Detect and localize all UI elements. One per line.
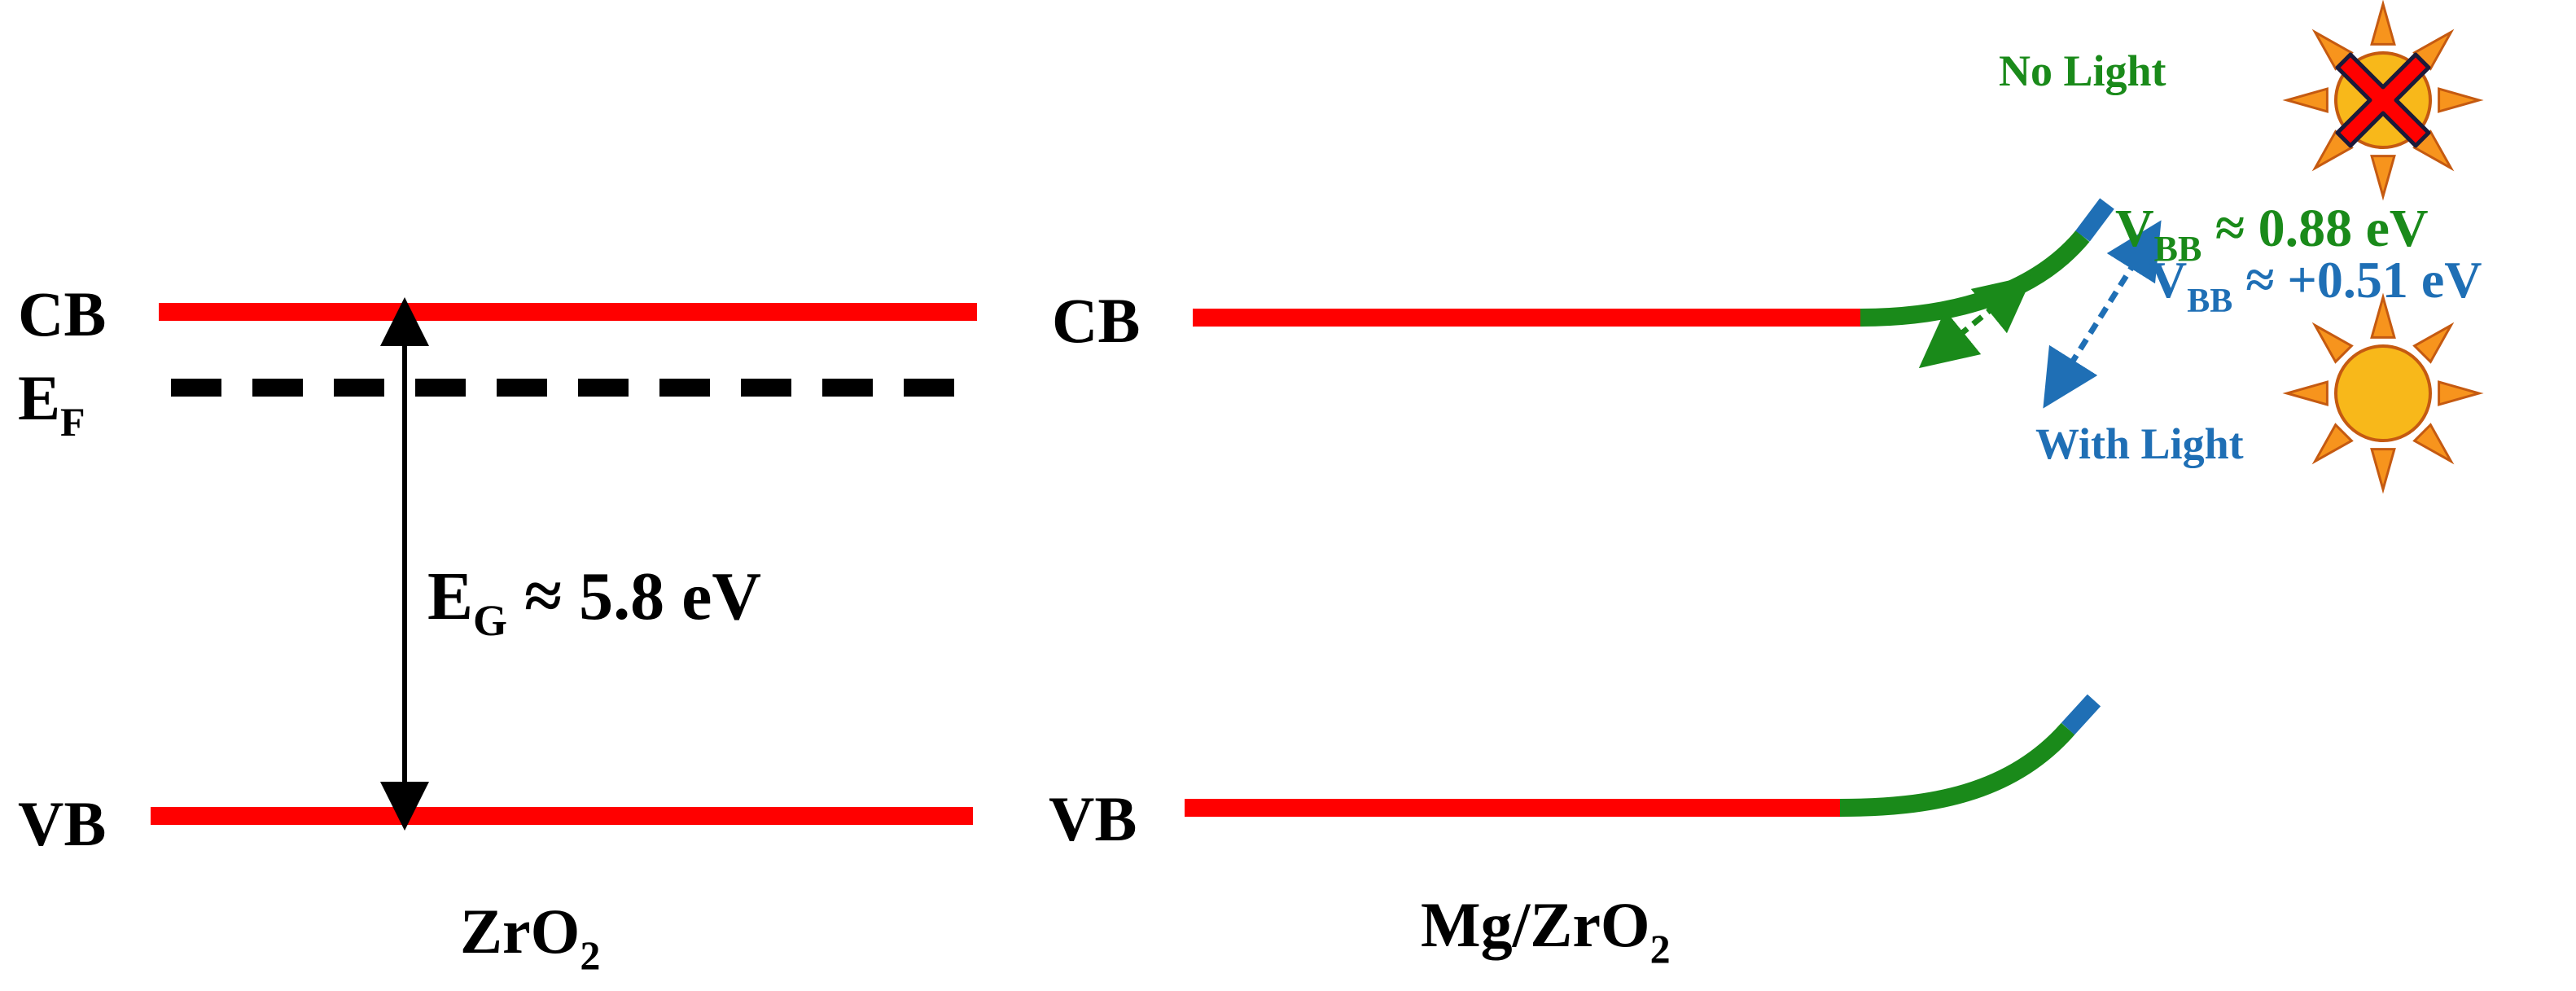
mgzro2-main: Mg/ZrO bbox=[1421, 889, 1650, 960]
sun-ray bbox=[2412, 423, 2455, 465]
sun-ray bbox=[2370, 155, 2396, 201]
sun-ray bbox=[2282, 380, 2328, 406]
sun-ray bbox=[2370, 448, 2396, 494]
mgzro2-vb-label: VB bbox=[1049, 783, 1137, 854]
mgzro2-material-label: Mg/ZrO2 bbox=[1421, 889, 1671, 971]
sun-ray bbox=[2311, 423, 2354, 465]
eg-sub: G bbox=[473, 596, 507, 645]
vbb-light-value: ≈ +0.51 eV bbox=[2232, 251, 2482, 309]
vbb-dark-sub: BB bbox=[2154, 229, 2202, 269]
mgzro2-cb-bend-dark bbox=[1860, 230, 2090, 327]
ef-sub: F bbox=[60, 399, 85, 445]
ef-main: E bbox=[18, 362, 60, 433]
vbb-light-double-arrow bbox=[2043, 220, 2162, 409]
mgzro2-cb-bend-light bbox=[2075, 198, 2114, 242]
zro2-main: ZrO bbox=[460, 896, 580, 967]
vbb-dark-double-arrow bbox=[1918, 274, 2034, 369]
sun-icon bbox=[2282, 292, 2484, 494]
vbb-light-sub: BB bbox=[2187, 283, 2232, 320]
sun-crossed-icon bbox=[2282, 0, 2484, 201]
mgzro2-vb-bend-light bbox=[2061, 694, 2101, 735]
with-light-label: With Light bbox=[2035, 419, 2244, 468]
no-light-label: No Light bbox=[1999, 46, 2166, 95]
bandgap-label: EG ≈ 5.8 eV bbox=[427, 559, 761, 645]
eg-main: E bbox=[427, 559, 473, 634]
vbb-dark-value: ≈ 0.88 eV bbox=[2201, 199, 2428, 258]
sun-disc bbox=[2334, 344, 2432, 442]
mgzro2-cb-label: CB bbox=[1052, 285, 1140, 356]
eg-value: ≈ 5.8 eV bbox=[507, 559, 761, 634]
sun-ray bbox=[2438, 87, 2484, 113]
cross-icon bbox=[2335, 52, 2431, 148]
vbb-light-label: VBB ≈ +0.51 eV bbox=[2149, 251, 2482, 320]
vbb-dark-label: VBB ≈ 0.88 eV bbox=[2115, 199, 2429, 269]
sun-ray bbox=[2311, 322, 2354, 364]
vbb-light-main: V bbox=[2149, 251, 2187, 309]
mgzro2-sub: 2 bbox=[1650, 926, 1671, 971]
mgzro2-vb-bend-dark bbox=[1839, 722, 2075, 817]
sun-ray bbox=[2370, 292, 2396, 339]
zro2-vb-label: VB bbox=[18, 788, 106, 859]
zro2-sub: 2 bbox=[580, 932, 600, 978]
zro2-fermi-label: EF bbox=[18, 362, 85, 445]
sun-ray bbox=[2438, 380, 2484, 406]
zro2-cb-label: CB bbox=[18, 278, 106, 349]
sun-ray bbox=[2370, 0, 2396, 46]
zro2-material-label: ZrO2 bbox=[460, 896, 600, 978]
vbb-dark-main: V bbox=[2115, 199, 2154, 258]
sun-ray bbox=[2412, 322, 2455, 364]
sun-ray bbox=[2282, 87, 2328, 113]
